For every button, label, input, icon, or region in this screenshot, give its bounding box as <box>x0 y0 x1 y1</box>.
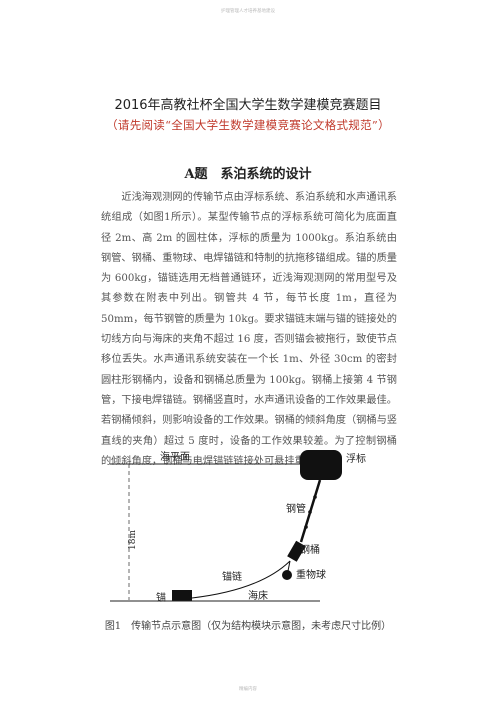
seabed-label: 海床 <box>248 589 268 602</box>
anchor-label: 锚 <box>156 592 166 604</box>
ball-hanger <box>287 560 291 572</box>
pipe-joint <box>313 495 317 499</box>
steel-drum-shape <box>287 540 306 562</box>
heavy-ball-label: 重物球 <box>296 568 326 581</box>
figure-caption: 图1 传输节点示意图（仅为结构模块示意图，未考虑尺寸比例） <box>104 621 392 632</box>
steel-pipe-label: 钢管 <box>286 502 306 515</box>
buoy-shape <box>300 450 342 480</box>
problem-paragraph: 近浅海观测网的传输节点由浮标系统、系泊系统和水声通讯系统组成（如图1所示）。某型… <box>101 192 397 467</box>
anchor-chain-curve <box>191 560 291 599</box>
footer-watermark: 精编内容 <box>239 687 257 692</box>
depth-label: 18m <box>128 530 138 550</box>
mooring-diagram: 海平面 浮标 18m 钢管 钢桶 重物球 锚链 锚 海床 <box>110 450 400 610</box>
pipe-joint <box>308 510 312 514</box>
anchor-shape <box>172 590 192 601</box>
sea-level-label: 海平面 <box>160 450 190 463</box>
header-watermark: 护理管理人才培养基地建设 <box>221 9 275 14</box>
pipe-joint <box>304 525 308 529</box>
buoy-label: 浮标 <box>346 453 366 465</box>
page-subtitle: （请先阅读“全国大学生数学建模竞赛论文格式规范”） <box>106 118 390 132</box>
page-title: 2016年高教社杯全国大学生数学建模竞赛题目 <box>114 98 382 113</box>
anchor-chain-label: 锚链 <box>222 570 242 583</box>
heavy-ball-shape <box>282 570 292 580</box>
steel-drum-label: 钢桶 <box>300 543 320 556</box>
section-title: A题 系泊系统的设计 <box>184 167 312 182</box>
